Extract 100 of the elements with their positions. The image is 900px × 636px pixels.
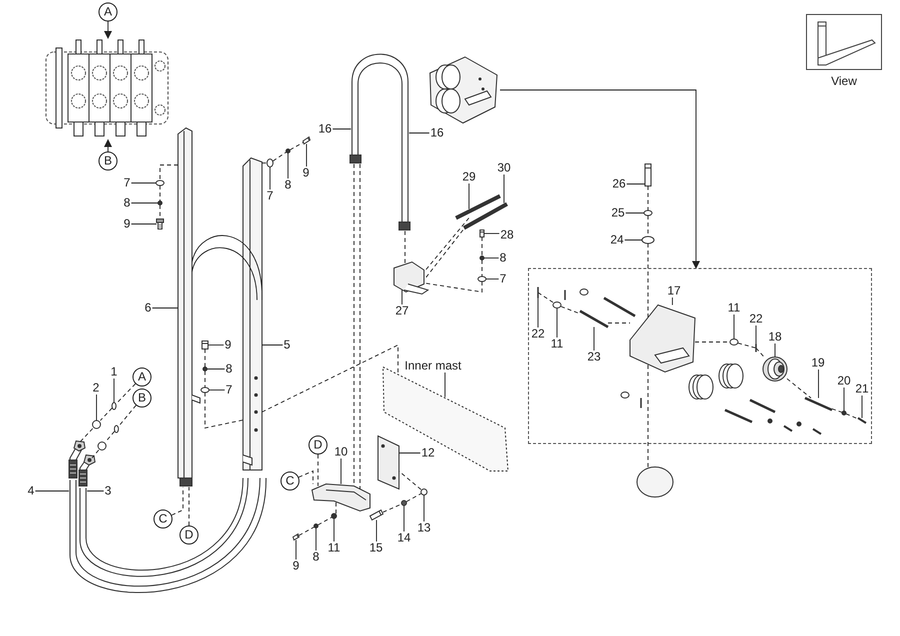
leader-line	[171, 486, 184, 516]
leader-line	[130, 182, 156, 184]
callout-number: 2	[92, 382, 100, 394]
callout-number: 16	[429, 126, 445, 140]
arrow	[500, 90, 700, 269]
leader-line	[130, 202, 158, 204]
washer-icon	[730, 338, 738, 346]
assembly-line	[846, 413, 858, 420]
bolt-icon	[857, 417, 867, 424]
nut-icon	[331, 513, 337, 519]
leader-line	[306, 144, 307, 167]
callout-number: 22	[530, 328, 546, 340]
assembly-line	[298, 526, 314, 536]
assembly-line	[104, 430, 115, 442]
callout-number: 11	[326, 542, 342, 554]
callout-number: 11	[550, 338, 564, 350]
callout-number: 6	[144, 302, 152, 314]
nut-icon	[98, 442, 106, 450]
hose-drawing	[455, 194, 501, 220]
leader-line	[484, 233, 500, 234]
callout-number: 7	[122, 176, 132, 190]
leader-line	[408, 132, 430, 134]
leader-line	[818, 369, 819, 398]
lock-washer-icon	[480, 256, 484, 260]
mast-rail-drawing	[178, 127, 200, 486]
leader-line	[625, 212, 644, 214]
assembly-line	[80, 428, 94, 442]
hose-drawing	[350, 54, 410, 230]
housing-drawing	[636, 466, 674, 498]
assembly-frame	[528, 268, 872, 444]
callout-number: 25	[610, 206, 626, 220]
assembly-line	[424, 281, 482, 293]
assembly-line	[538, 292, 554, 303]
reference-letter: B	[98, 152, 118, 170]
callout-number: 8	[312, 550, 320, 564]
manifold-drawing	[311, 484, 370, 512]
assembly-line	[204, 370, 206, 388]
washer-icon	[266, 158, 274, 168]
callout-number: 8	[224, 362, 234, 376]
hose-line	[192, 247, 258, 300]
washer-icon	[200, 387, 210, 393]
reference-letter: D	[308, 436, 328, 454]
assembly-line	[262, 162, 268, 164]
callout-number: 19	[810, 356, 826, 370]
leader-line	[672, 297, 673, 306]
leader-line	[34, 490, 70, 492]
pin-icon	[579, 310, 609, 328]
washer-icon	[478, 276, 486, 282]
lock-washer-icon	[314, 524, 318, 528]
leader-line	[340, 458, 342, 484]
hose-line	[192, 235, 262, 300]
callout-number: 7	[224, 384, 234, 396]
washer-icon	[552, 302, 562, 308]
lock-washer-icon	[286, 148, 290, 154]
leader-line	[398, 452, 421, 454]
leader-line	[118, 404, 136, 428]
reference-letter: B	[132, 388, 152, 408]
callout-number: 29	[461, 170, 477, 184]
bolt-icon	[480, 230, 484, 238]
bolt-icon	[369, 509, 384, 521]
leader-line	[444, 372, 446, 398]
leader-line	[468, 183, 470, 210]
assembly-line	[318, 516, 332, 526]
view-caption: View	[831, 74, 857, 88]
callout-number: 8	[284, 178, 292, 192]
assembly-line	[738, 342, 756, 348]
callout-number: 7	[498, 272, 508, 286]
bolt-icon	[202, 340, 208, 350]
washer-icon	[156, 180, 164, 186]
callout-number: 5	[282, 338, 292, 352]
callout-number: 9	[302, 166, 310, 180]
pin-icon	[804, 396, 832, 412]
leader-line	[376, 520, 377, 542]
leader-line	[774, 343, 776, 358]
assembly-line	[290, 142, 304, 150]
leader-line	[116, 383, 136, 404]
callout-number: 9	[122, 218, 132, 230]
washer-icon	[114, 425, 119, 433]
assembly-line	[424, 218, 470, 272]
assembly-line	[608, 322, 630, 324]
pulley-drawing	[762, 356, 788, 382]
leader-line	[206, 368, 226, 370]
callout-number: 21	[854, 382, 870, 396]
leader-line	[332, 128, 352, 130]
assembly-line	[272, 152, 286, 162]
callout-number: 11	[726, 302, 742, 314]
bolt-icon	[156, 218, 164, 230]
assembly-line	[160, 164, 178, 181]
hose-fitting-drawing	[68, 440, 86, 478]
callout-number: 4	[26, 484, 36, 498]
arrow	[104, 139, 112, 152]
nut-icon	[420, 488, 428, 496]
washer-icon	[112, 402, 116, 410]
leader-line	[188, 486, 190, 526]
bolt-icon	[644, 164, 652, 186]
hose-drawing	[70, 478, 266, 593]
nut-icon	[401, 500, 407, 506]
callout-number: 27	[394, 304, 410, 318]
mast-rail-drawing	[242, 157, 262, 470]
assembly-line	[786, 378, 812, 398]
